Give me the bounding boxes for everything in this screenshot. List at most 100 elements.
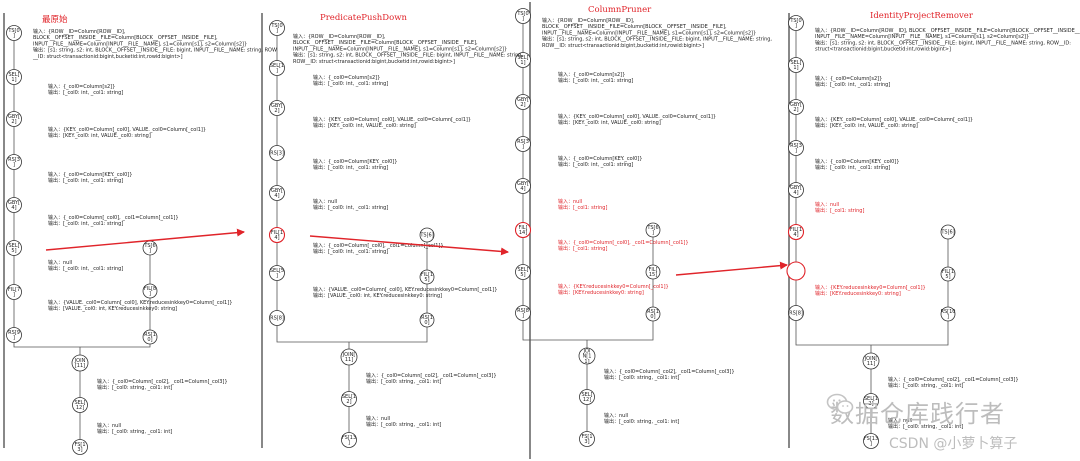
operator-node-p2-rs10: RS[10] xyxy=(419,312,435,328)
operator-node-p3-sel12: SEL[12] xyxy=(579,389,595,405)
annotation-line: ROW__ID: struct<transactionid:bigint,buc… xyxy=(293,59,455,65)
node-label: ] xyxy=(522,313,524,319)
node-label: ] xyxy=(348,440,350,446)
node-label: 4] xyxy=(793,190,798,196)
annotation-line: 输出：[KEY.reducesinkkey0: string] xyxy=(815,290,901,297)
node-label: GBY[ xyxy=(517,97,529,103)
annotation-line: 输出：[_col0: string, _col1: int] xyxy=(97,384,172,391)
annotation-line: 输出：[_col0: string, _col1: int] xyxy=(604,374,679,381)
arrow-to-column-pruner xyxy=(309,235,509,256)
annotation-line: BLOCK__OFFSET__INSIDE__FILE=Column[BLOCK… xyxy=(542,24,727,30)
node-label: TS[6] xyxy=(419,233,433,239)
annotation-line: 输入：null xyxy=(48,259,72,266)
operator-node-p4-sel1: SEL[1] xyxy=(788,57,804,73)
operator-node-p3-sel5: SEL[5] xyxy=(515,264,531,280)
operator-node-p2-ts6: TS[6] xyxy=(419,227,435,243)
operator-node-p2-sel5: SEL[5] xyxy=(269,265,285,281)
operator-node-p3-fil15: FIL[15] xyxy=(645,264,661,280)
annotation-line: 输出：[_col0: int, _col1: string] xyxy=(313,164,388,171)
node-label: ] xyxy=(13,292,15,298)
operator-node-p1-join11: JOIN[11] xyxy=(71,354,89,372)
node-label: ] xyxy=(276,273,278,279)
node-label: RS[9 xyxy=(8,330,20,336)
operator-node-p4-gby2: GBY[2] xyxy=(788,99,804,115)
node-label: FIL[7 xyxy=(8,287,20,293)
annotation-p1-a2: 输入：{_col0=Column[s2]}输出：[_col0: int, _co… xyxy=(48,83,123,96)
node-label: RS[1 xyxy=(421,315,433,321)
annotation-p3-a1: 输入：{ROW__ID=Column[ROW__ID],BLOCK__OFFSE… xyxy=(542,17,772,49)
annotation-line: 输入：null xyxy=(97,422,121,429)
node-label: TS[0 xyxy=(270,23,282,29)
annotation-line: 输入：{_col0=Column[_col2], _col1=Column[_c… xyxy=(888,376,1019,383)
annotation-line: 输入：null xyxy=(604,412,628,419)
operator-node-p1-rs9: RS[9] xyxy=(6,327,22,343)
operator-node-p3-rs8: RS[8] xyxy=(515,305,531,321)
annotation-line: 输出：[VALUE._col0: int, KEY.reducesinkkey0… xyxy=(48,305,177,312)
operator-node-p1-fil7: FIL[7] xyxy=(6,284,22,300)
operator-node-p3-join11: JOIN[11] xyxy=(578,347,596,365)
panel-title-p1: 最原始 xyxy=(42,14,68,25)
annotation-line: __ID: struct<transactionid:bigint,bucket… xyxy=(32,54,183,60)
node-label: 0] xyxy=(147,337,152,343)
annotation-line: 输出：[_col1: string] xyxy=(558,204,607,211)
node-label: 0] xyxy=(424,320,429,326)
node-label: 3] xyxy=(584,439,589,445)
node-label: 5] xyxy=(11,248,16,254)
annotation-line: 输入：{_col0=Column[_col2], _col1=Column[_c… xyxy=(366,372,497,379)
annotation-line: 输出：[_col0: int, _col1: string] xyxy=(558,161,633,168)
node-label: 1] xyxy=(520,60,525,66)
annotation-line: 输入：{_col0=Column[_col0], _col1=Column[_c… xyxy=(48,214,179,221)
annotation-p4-a7: 输入：{KEY.reducesinkkey0=Column[_col1]}输出：… xyxy=(815,284,926,297)
operator-node-p4-gby4: GBY[4] xyxy=(788,182,804,198)
operator-node-p1-sel12: SEL[12] xyxy=(72,397,88,413)
operator-node-p4-sel12: SEL[12] xyxy=(863,393,879,409)
node-label: TS[0 xyxy=(516,11,528,17)
operator-node-p2-fil14: FIL[14] xyxy=(268,226,286,244)
annotation-line: 输出：[KEY._col0: int, VALUE._col0: string] xyxy=(558,119,661,126)
operator-node-p1-sel1: SEL[1] xyxy=(6,69,22,85)
annotation-line: 输入：{_col0=Column[_col0], _col1=Column[_c… xyxy=(313,242,444,249)
node-label: RS[3 xyxy=(517,139,529,145)
annotation-line: ROW__ID: struct<transactionid:bigint,buc… xyxy=(542,43,704,49)
node-label: FIL[1 xyxy=(271,230,283,236)
annotation-line: 输入：{KEY.reducesinkkey0=Column[_col1]} xyxy=(558,283,669,290)
node-label: RS[10 xyxy=(941,309,956,315)
annotation-p3-a7: 输入：{KEY.reducesinkkey0=Column[_col1]}输出：… xyxy=(558,283,669,296)
node-label: 12] xyxy=(583,397,591,403)
node-label: 15] xyxy=(649,272,657,278)
annotation-line: 输出：[KEY._col0: int, VALUE._col0: string] xyxy=(48,132,151,139)
node-label: JOIN xyxy=(74,358,86,364)
annotation-line: BLOCK__OFFSET__INSIDE__FILE=Column[BLOCK… xyxy=(293,40,478,46)
watermark-brand: 数据仓库践行者 xyxy=(830,399,1005,428)
node-label: 5] xyxy=(945,274,950,280)
operator-node-p2-ts0: TS[0] xyxy=(269,20,285,36)
operator-node-p2-sel12: SEL[12] xyxy=(341,391,357,407)
operator-node-p4-ts6: TS[6] xyxy=(940,224,956,240)
annotation-line: 输入：null xyxy=(313,198,337,205)
annotation-p4-a3: 输入：{KEY._col0=Column[_col0], VALUE._col0… xyxy=(815,116,973,129)
node-label: 5] xyxy=(520,272,525,278)
node-label: 1] xyxy=(584,359,589,365)
annotation-line: 输入：{VALUE._col0=Column[_col0], KEY.reduc… xyxy=(313,286,497,293)
annotation-line: BLOCK__OFFSET__INSIDE__FILE=Column[BLOCK… xyxy=(33,35,218,41)
node-label: JOIN[ xyxy=(342,352,356,358)
join-connector-p3 xyxy=(522,320,654,348)
node-label: GBY[ xyxy=(271,103,283,109)
node-label: SEL[1 xyxy=(270,63,284,69)
annotation-line: 输出：[_col0: int, _col1: string] xyxy=(313,204,388,211)
annotation-p1-a1: 输入：{ROW__ID=Column[ROW__ID],BLOCK__OFFSE… xyxy=(32,28,277,60)
arrow-to-identity-project-remover xyxy=(675,261,788,276)
operator-annotations: 输入：{ROW__ID=Column[ROW__ID],BLOCK__OFFSE… xyxy=(32,17,1080,435)
annotation-p4-a2: 输入：{_col0=Column[s2]}输出：[_col0: int, _co… xyxy=(815,75,890,88)
annotation-line: 输入：null xyxy=(888,417,912,424)
node-label: 4] xyxy=(520,186,525,192)
annotation-line: 输入：null xyxy=(366,415,390,422)
node-label: TS[0 xyxy=(7,28,19,34)
annotation-p2-a4: 输入：{_col0=Column[KEY._col0]}输出：[_col0: i… xyxy=(313,158,397,171)
node-label: FIL[ xyxy=(648,267,657,273)
annotation-line: 输出：[_col0: int, _col1: string] xyxy=(558,77,633,84)
annotation-line: 输入：{KEY._col0=Column[_col0], VALUE._col0… xyxy=(815,116,973,123)
